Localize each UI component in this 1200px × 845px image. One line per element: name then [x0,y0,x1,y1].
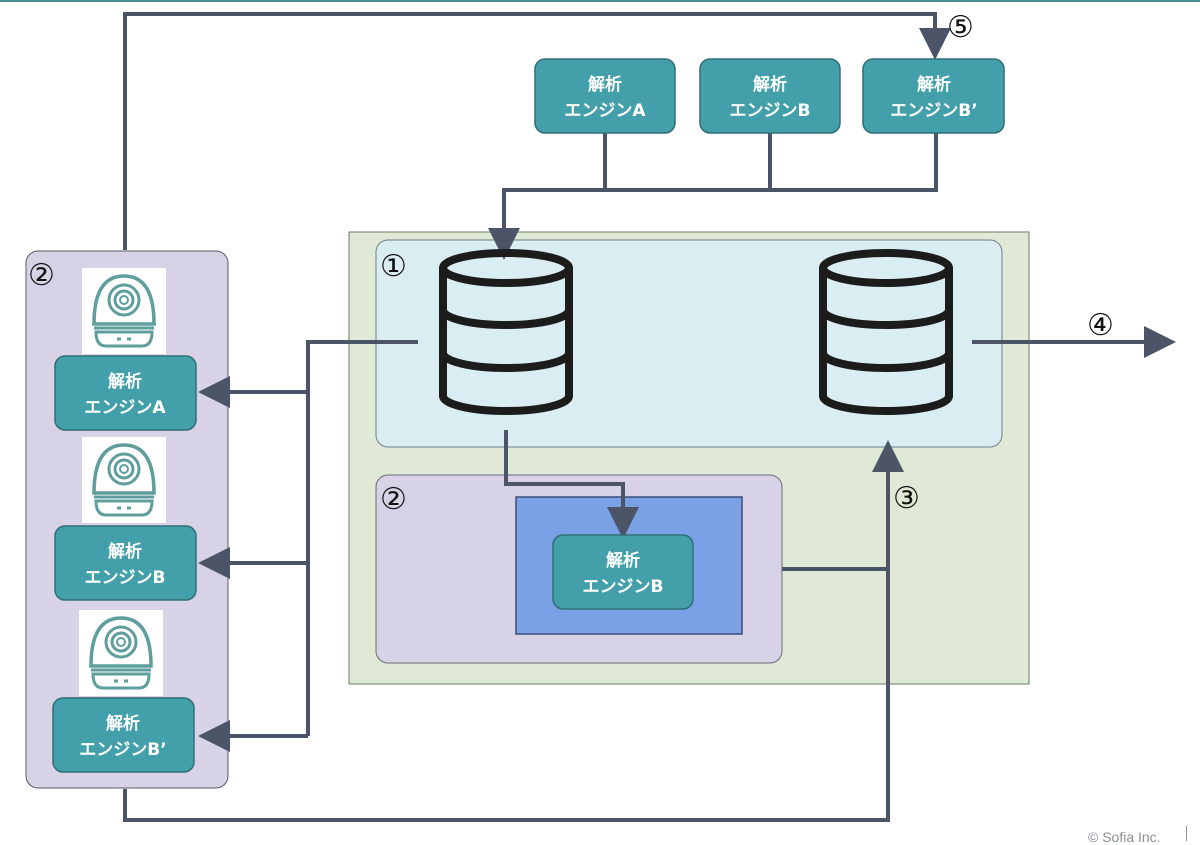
engine-label-line2: エンジンA [564,101,646,121]
engine-label-line1: 解析 [753,74,787,95]
arrow-to-center-engine [504,430,639,539]
marker-two-center: ② [380,482,407,517]
storage-area [375,239,1003,448]
marker-two-left: ② [28,258,55,293]
arrow-to-result-db [123,440,904,822]
marker-four: ④ [1087,308,1114,343]
engine-label-line1: 解析 [606,550,640,571]
top-rule [0,0,1200,2]
engine-box-left-b: 解析 エンジンB [54,525,197,601]
engine-label-line1: 解析 [108,371,142,392]
connectors [123,12,1176,822]
engine-label-line2: エンジンB [583,577,664,597]
engine-label-line2: エンジンB [85,568,166,588]
arrow-top-loop [123,12,951,250]
footer-divider [1186,826,1187,841]
engine-label-line1: 解析 [588,74,622,95]
engine-label-line2: エンジンA [84,398,166,418]
engine-box-top-b-prime: 解析 エンジンB’ [862,58,1005,134]
engine-box-left-a: 解析 エンジンA [54,355,197,431]
copyright-text: © Sofia Inc. [1088,829,1161,845]
engine-box-center-b: 解析 エンジンB [552,534,694,610]
marker-one: ① [380,249,407,284]
engine-label-line1: 解析 [917,74,951,95]
arrow-to-database [488,188,938,260]
engine-label-line2: エンジンB’ [890,101,977,121]
engine-label-line2: エンジンB [730,101,811,121]
marker-three: ③ [893,481,920,516]
engine-box-top-b: 解析 エンジンB [699,58,841,134]
engine-label-line2: エンジンB’ [79,740,166,760]
engine-label-line1: 解析 [106,713,140,734]
engine-label-line1: 解析 [108,541,142,562]
engine-box-top-a: 解析 エンジンA [534,58,676,134]
engine-box-left-b-prime: 解析 エンジンB’ [52,697,195,773]
marker-five: ⑤ [947,10,974,45]
line-db-to-devices [306,340,418,736]
